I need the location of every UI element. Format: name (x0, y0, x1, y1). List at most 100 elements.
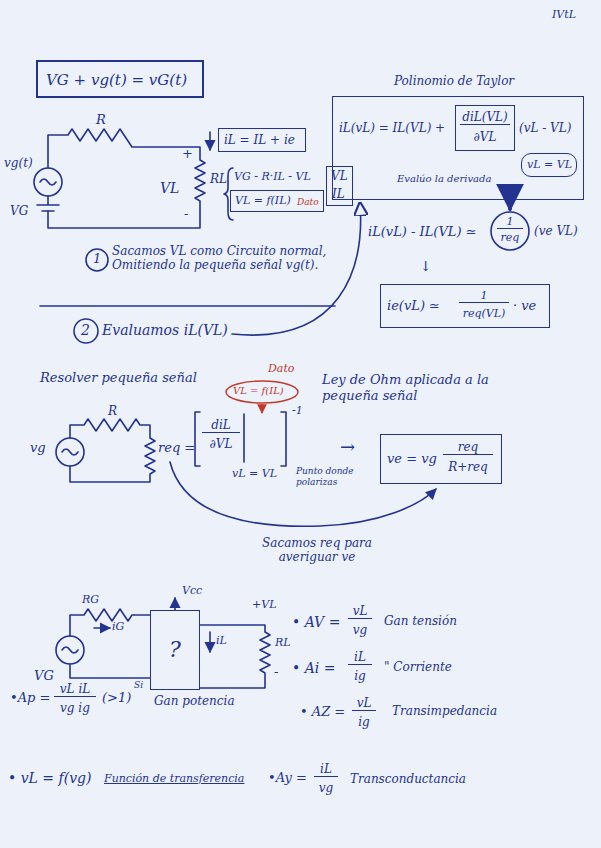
note-label: Transconductancia (350, 772, 466, 786)
node-text: ? (169, 637, 181, 663)
note-label: Gan tensión (384, 614, 457, 628)
term-circle (491, 212, 529, 250)
formula-box: ve = vg reqR+req (380, 434, 502, 484)
note-label: +VL (252, 598, 276, 611)
note-label: vL (352, 696, 376, 711)
step-circle (74, 319, 98, 343)
bold-arrow (508, 201, 512, 209)
note-label: • vL = f(vg) (8, 770, 92, 787)
note-label: VL = f(IL) (233, 385, 284, 397)
node-text: 1 (459, 289, 509, 303)
node-text: R+req (443, 460, 493, 474)
note-label: R (108, 404, 117, 418)
note-label: RL (275, 636, 291, 649)
source-symbol (56, 636, 84, 664)
formula-box: iL = IL + ie (218, 128, 306, 152)
note-label: •Ay = (268, 770, 307, 786)
note-label: vL = VL (232, 467, 277, 480)
source-symbol (40, 179, 56, 185)
note-label: diL (202, 418, 240, 433)
note-label: vg (348, 623, 372, 637)
node-text: req(VL) (459, 307, 509, 320)
note-label: Polinomio de Taylor (394, 74, 514, 88)
formula-box: VLIL (326, 166, 353, 206)
node-text: VL = f(IL) (235, 194, 291, 207)
note-label: VG - R·IL - VL (234, 170, 311, 183)
note-label: vL (348, 604, 372, 619)
formula-box: vL = VL (521, 153, 577, 177)
node-text: VG + vg(t) = vG(t) (46, 71, 187, 89)
formula-box: ie(vL) ≃ 1 req(VL) · ve (380, 284, 550, 328)
note-label: Vcc (182, 584, 202, 597)
note-label: Resolver pequeña señal (40, 370, 197, 386)
node-text: Dato (297, 197, 319, 208)
note-label: iL (216, 634, 227, 647)
note-label: vg (314, 781, 338, 795)
note-label: req = (158, 440, 195, 456)
note-label: - (184, 206, 188, 222)
note-label: 1 (93, 251, 101, 267)
note-label: • AZ = (300, 704, 345, 720)
note-label: VG (34, 668, 54, 684)
node-text: ∂VL (460, 130, 510, 144)
note-label: req (497, 231, 523, 244)
note-label: 1 (497, 215, 523, 229)
node-text: ve = vg (387, 451, 437, 467)
note-label: ig (352, 715, 376, 729)
note-label: " Corriente (384, 660, 452, 674)
note-label: Evaluamos iL(VL) (102, 322, 228, 339)
current-arrow (94, 627, 110, 629)
bracket (195, 412, 286, 466)
note-label: • Ai = (292, 660, 335, 677)
note-label: • AV = (292, 614, 340, 631)
current-arrow (209, 132, 211, 150)
node-text: (vL - VL) (519, 121, 571, 135)
note-label: Sacamos VL como Circuito normal, Omitien… (112, 244, 337, 273)
circuit-wire (70, 419, 155, 482)
note-label: → (340, 436, 355, 458)
note-label: vL iL (54, 682, 96, 697)
formula-box: diL(VL)∂VL (455, 105, 515, 151)
note-label: Función de transferencia (104, 772, 244, 785)
note-label: iG (112, 620, 124, 633)
node-text: ie(vL) ≃ (387, 298, 440, 314)
note-label: (>1) (102, 690, 131, 706)
node-text: iL = IL + ie (224, 133, 295, 147)
node-text: req (443, 440, 493, 455)
supply-arrow (174, 598, 176, 610)
formula-box: VG + vg(t) = vG(t) (36, 60, 204, 98)
note-label: Gan potencia (154, 694, 235, 708)
highlight-ellipse (226, 381, 298, 403)
circuit-wire (48, 129, 205, 228)
note-label: VG (10, 204, 28, 218)
note-label: ∂VL (202, 437, 240, 451)
formula-box: iL(vL) = IL(VL) + (vL - VL) Evalúo la deri… (332, 96, 584, 200)
circuit-wire (70, 609, 270, 688)
note-label: ig (348, 669, 372, 683)
note-label: Ley de Ohm aplicada a la pequeña señal (322, 372, 492, 403)
node-text: vL = VL (527, 158, 572, 171)
formula-box: ? (150, 610, 200, 690)
note-label: Dato (268, 362, 294, 375)
note-label: Sacamos req para averiguar ve (258, 536, 376, 565)
note-label: Punto donde polarizas (296, 466, 358, 488)
note-label: 2 (81, 322, 90, 339)
flow-arrow (170, 462, 436, 526)
battery-symbol (37, 196, 59, 211)
note-label: (ve VL) (534, 224, 578, 238)
current-arrow (209, 632, 211, 652)
note-label: VL (160, 180, 179, 197)
note-label: + (182, 146, 193, 162)
node-text: · ve (513, 298, 536, 314)
note-label: Si (134, 680, 143, 691)
node-text: iL(vL) = IL(VL) + (339, 121, 445, 135)
source-symbol (62, 449, 78, 455)
node-text: Evalúo la derivada (397, 173, 491, 185)
note-label: vg(t) (4, 156, 33, 170)
note-label: •Ap = (10, 690, 50, 706)
note-label: RG (82, 593, 99, 606)
source-symbol (56, 438, 84, 466)
note-label: R (96, 112, 106, 128)
note-label: iL(vL) - IL(VL) ≃ (368, 224, 477, 240)
